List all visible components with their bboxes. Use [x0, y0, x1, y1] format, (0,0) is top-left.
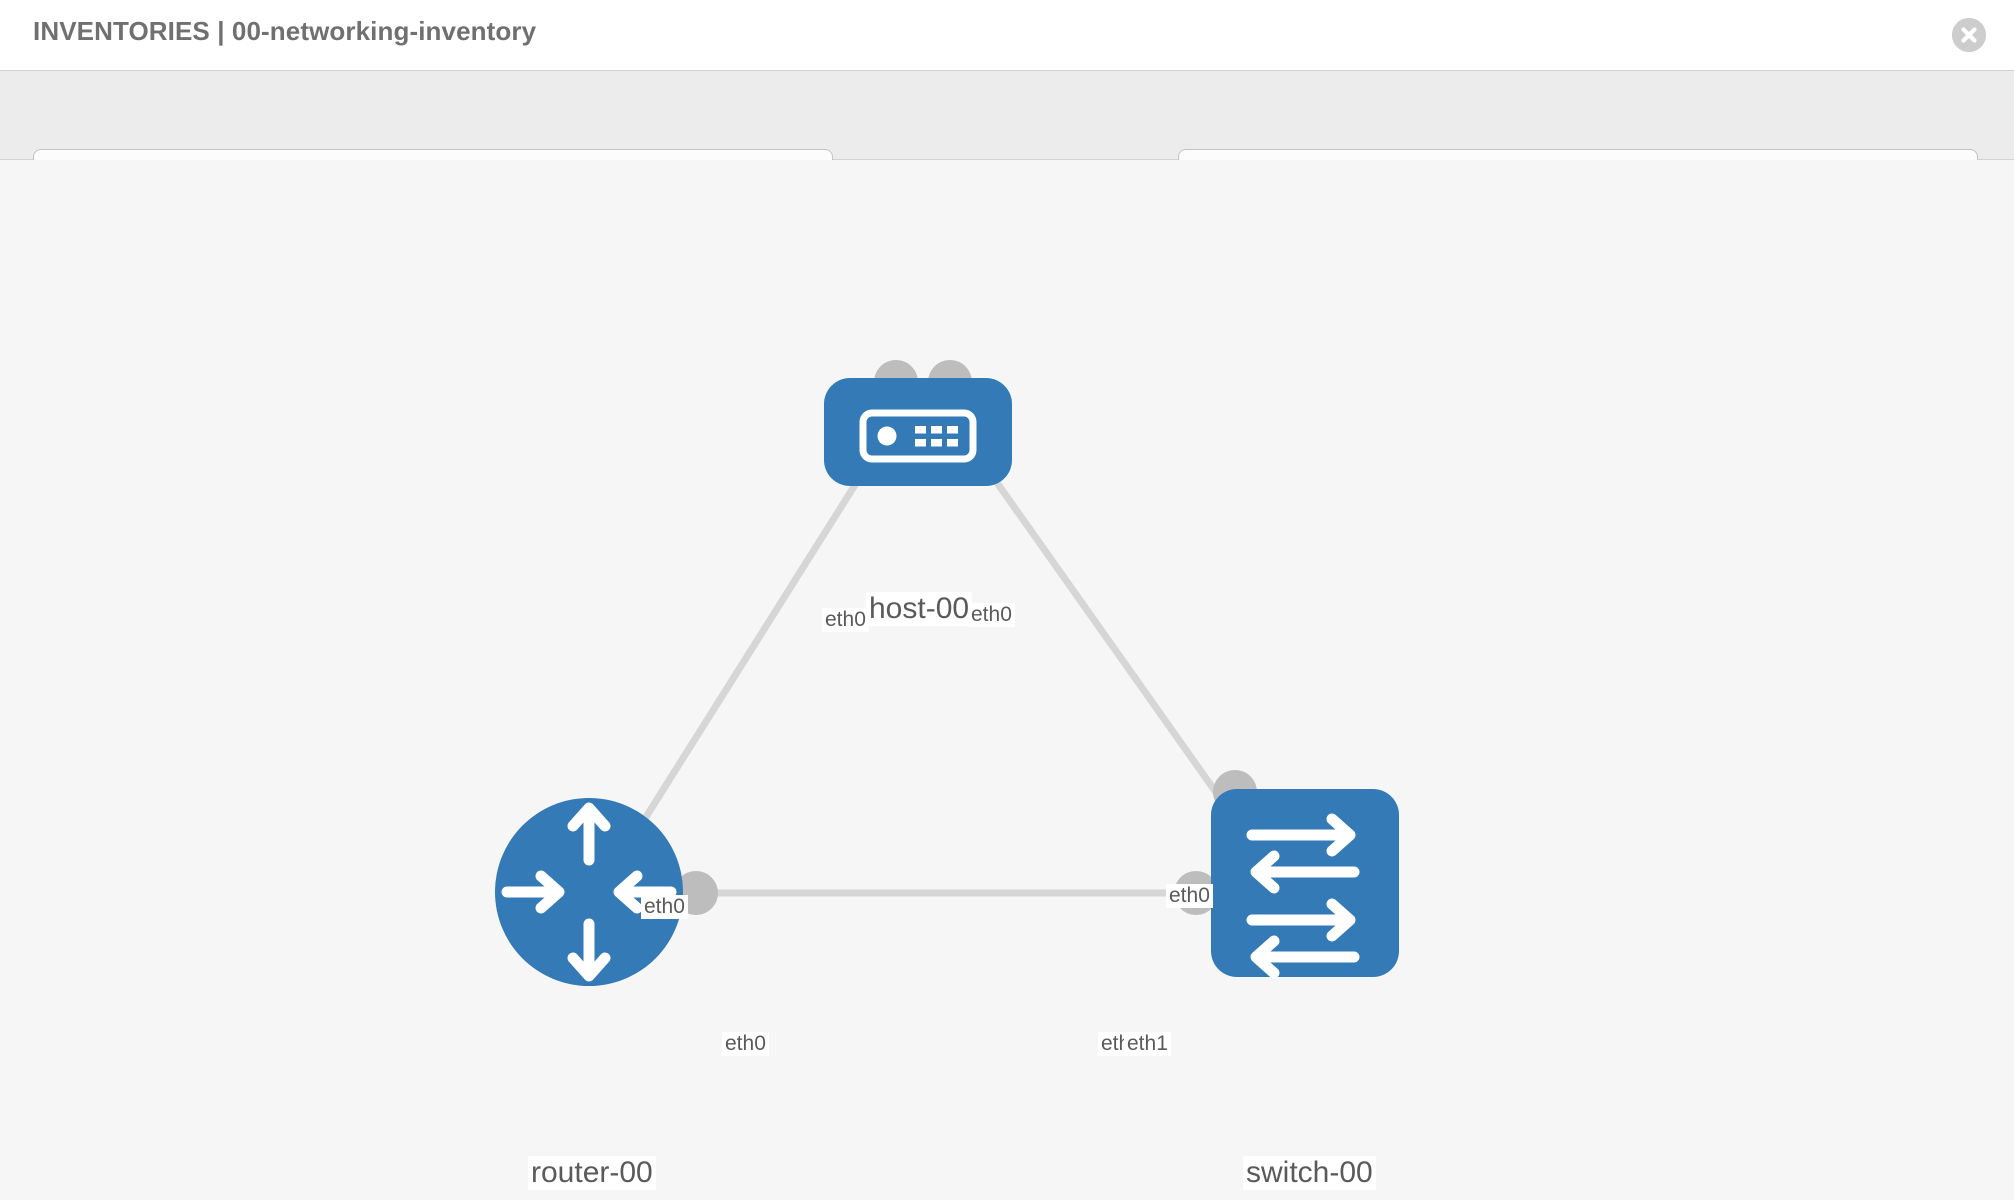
iface-label-switch-up: eth0	[1166, 884, 1213, 909]
node-host-00	[824, 378, 1012, 486]
server-icon	[859, 409, 977, 463]
topology-canvas[interactable]: eth0 host-00 eth0 eth0 eth0 eth0 eth eth…	[0, 160, 2014, 1200]
iface-label-host-right: eth0	[968, 603, 1015, 628]
iface-label-router-right: eth0	[722, 1032, 769, 1057]
toolbar: ACTIONS SEARCH	[0, 70, 2014, 205]
router-arrows-icon	[501, 802, 677, 982]
node-label-router-00: router-00	[528, 1156, 656, 1190]
node-label-host-00: host-00	[866, 592, 973, 626]
topology-graph	[495, 360, 1399, 986]
node-switch-00	[1211, 789, 1399, 979]
switch-arrows-icon	[1246, 813, 1360, 979]
node-router-00	[495, 798, 683, 986]
iface-label-switch-left-b: eth1	[1124, 1032, 1171, 1057]
close-icon[interactable]	[1952, 18, 1986, 52]
iface-label-router-up: eth0	[641, 895, 688, 920]
iface-label-host-left: eth0	[822, 608, 869, 633]
page-header: INVENTORIES | 00-networking-inventory	[0, 0, 2014, 70]
node-label-switch-00: switch-00	[1243, 1156, 1376, 1190]
page-title: INVENTORIES | 00-networking-inventory	[33, 16, 537, 46]
